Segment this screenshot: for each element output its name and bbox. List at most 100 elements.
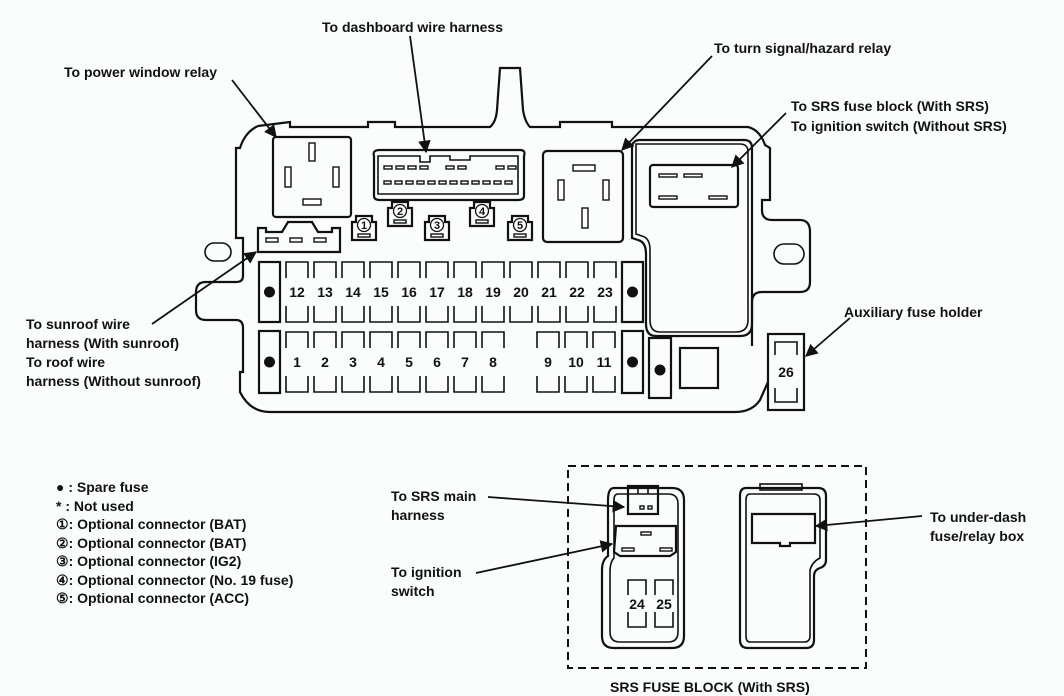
legend-text: : Optional connector (BAT) — [68, 534, 247, 551]
fuse-slot-18: 18 — [453, 261, 477, 323]
srs-connector-bay — [630, 138, 754, 338]
legend-item: ②: Optional connector (BAT) — [56, 534, 293, 553]
legend-item: ④: Optional connector (No. 19 fuse) — [56, 571, 293, 590]
callout-ignition-without-srs: To ignition switch (Without SRS) — [791, 118, 1007, 134]
legend-item: ③: Optional connector (IG2) — [56, 552, 293, 571]
fuse-number: 22 — [569, 284, 585, 300]
fuse-number: 23 — [597, 284, 613, 300]
callout-sunroof-line1: To sunroof wire — [26, 316, 130, 332]
srs-fuse-block-front: 24 25 — [600, 484, 686, 650]
callout-sunroof-line3: To roof wire — [26, 354, 105, 370]
legend-symbol: ● — [56, 479, 65, 495]
fuse-slot-23: 23 — [593, 261, 617, 323]
fuse-slot-2: 2 — [313, 331, 337, 393]
fuse-slot-14: 14 — [341, 261, 365, 323]
callout-srs-main-line2: harness — [391, 507, 445, 523]
fuse-slot-13: 13 — [313, 261, 337, 323]
optional-connector-label: 2 — [397, 206, 403, 218]
fuse-number: 15 — [373, 284, 389, 300]
dashboard-harness-connector — [372, 148, 526, 202]
fuse-number: 3 — [349, 354, 357, 370]
turn-signal-relay-socket — [541, 149, 625, 244]
fuse-number: 2 — [321, 354, 329, 370]
fuse-25-label: 25 — [656, 596, 672, 612]
optional-connector-label: 5 — [517, 220, 523, 232]
legend-symbol: ⑤ — [56, 590, 69, 606]
fuse-number: 1 — [293, 354, 301, 370]
fuse-number: 18 — [457, 284, 473, 300]
legend-item: * : Not used — [56, 497, 293, 516]
fuse-slot-10: 10 — [564, 331, 588, 393]
spare-fuse-dot — [627, 356, 638, 368]
right-spare-area — [647, 336, 720, 400]
fuse-number: 5 — [405, 354, 413, 370]
spare-fuse-dot — [264, 356, 275, 368]
srs-fuse-block-back — [738, 483, 828, 650]
legend-text: : Optional connector (ACC) — [68, 590, 249, 606]
spare-fuse-slot — [620, 329, 645, 395]
spare-fuse-dot — [264, 286, 275, 298]
mounting-hole-left — [204, 242, 232, 262]
callout-sunroof-line2: harness (With sunroof) — [26, 335, 179, 351]
legend-symbol: ③ — [56, 553, 69, 569]
legend-symbol: ④ — [56, 571, 69, 588]
fuse-number: 6 — [433, 354, 441, 370]
fuse-number: 21 — [541, 284, 557, 300]
fuse-number: 7 — [461, 354, 469, 370]
legend-item: ● : Spare fuse — [56, 478, 293, 497]
spare-fuse-dot — [627, 286, 638, 298]
fuse-slot-19: 19 — [481, 261, 505, 323]
auxiliary-fuse-holder: 26 — [766, 332, 806, 412]
legend-text: : Optional connector (No. 19 fuse) — [68, 571, 294, 588]
fuse-slot-1: 1 — [285, 331, 309, 393]
optional-connector-2: 2 — [386, 200, 414, 228]
legend-text: : Optional connector (BAT) — [68, 516, 247, 532]
spare-fuse-slot — [620, 260, 645, 324]
fuse-slot-4: 4 — [369, 331, 393, 393]
legend-symbol: * — [56, 497, 62, 514]
fuse-number: 20 — [513, 284, 529, 300]
callout-underdash-line2: fuse/relay box — [930, 528, 1024, 544]
legend-item: ⑤: Optional connector (ACC) — [56, 589, 293, 608]
fuse-slot-6: 6 — [425, 331, 449, 393]
legend-symbol: ① — [56, 516, 69, 532]
callout-srs-main-line1: To SRS main — [391, 488, 476, 504]
fuse-slot-12: 12 — [285, 261, 309, 323]
fuse-number: 9 — [544, 354, 552, 370]
fuse-24-label: 24 — [629, 596, 645, 612]
fuse-slot-15: 15 — [369, 261, 393, 323]
fuse-slot-17: 17 — [425, 261, 449, 323]
callout-dashboard-harness: To dashboard wire harness — [322, 19, 503, 35]
optional-connector-4: 4 — [468, 200, 496, 228]
fuse-slot-3: 3 — [341, 331, 365, 393]
legend-symbol: ② — [56, 534, 69, 551]
callout-auxiliary-fuse-holder: Auxiliary fuse holder — [844, 304, 983, 320]
fuse-number: 16 — [401, 284, 417, 300]
fuse-slot-11: 11 — [592, 331, 616, 393]
optional-connector-1: 1 — [350, 214, 378, 242]
srs-block-dashed-border — [567, 465, 867, 669]
optional-connector-label: 1 — [361, 220, 367, 232]
fuse-number: 19 — [485, 284, 501, 300]
fuse-number: 13 — [317, 284, 333, 300]
fuse-slot-22: 22 — [565, 261, 589, 323]
spare-fuse-dot — [654, 364, 666, 376]
callout-power-window-relay: To power window relay — [64, 64, 217, 80]
legend-text: : Not used — [61, 497, 134, 514]
callout-ignition-line1: To ignition — [391, 564, 462, 580]
fuse-slot-5: 5 — [397, 331, 421, 393]
spare-fuse-slot — [257, 329, 282, 395]
fuse-number: 17 — [429, 284, 445, 300]
fuse-slot-9: 9 — [536, 331, 560, 393]
callout-ignition-line2: switch — [391, 583, 435, 599]
optional-connector-label: 4 — [479, 206, 486, 218]
callout-srs-fuse-block: To SRS fuse block (With SRS) — [791, 98, 989, 114]
srs-block-title: SRS FUSE BLOCK (With SRS) — [610, 679, 810, 695]
fuse-number: 12 — [289, 284, 305, 300]
fuse-slot-16: 16 — [397, 261, 421, 323]
mounting-hole-right — [773, 243, 805, 265]
